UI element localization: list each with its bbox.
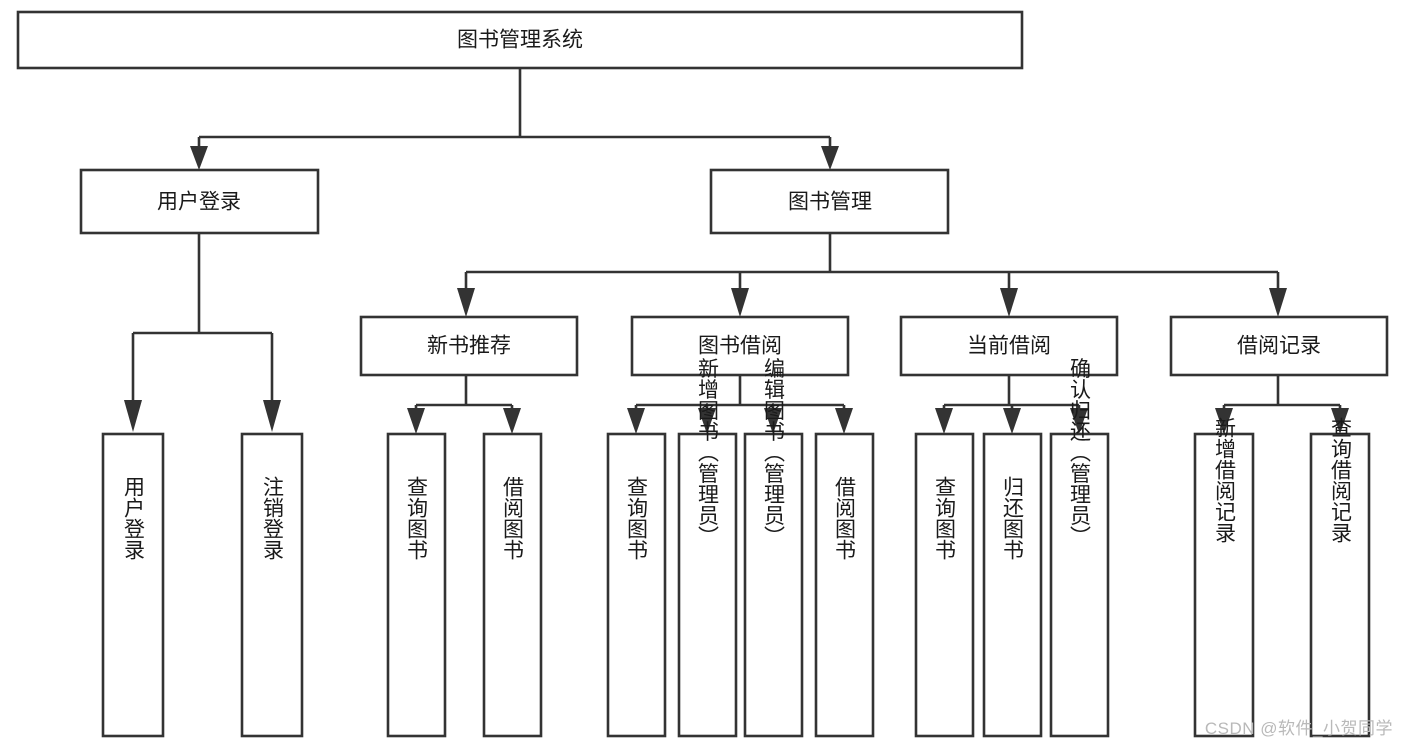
arrow-head-newbook <box>457 288 475 317</box>
node-leaf-edit-book-box[interactable] <box>743 432 804 738</box>
node-leaf-borrow-book-2[interactable]: 借阅图书 <box>814 432 875 738</box>
node-newbook[interactable]: 新书推荐 <box>359 315 579 377</box>
node-records[interactable]: 借阅记录 <box>1169 315 1389 377</box>
arrow-head-borrow <box>731 288 749 317</box>
node-leaf-confirm-return-label: 确认归还（管理员） <box>1068 358 1092 547</box>
node-leaf-borrow-book-2-box[interactable] <box>814 432 875 738</box>
node-leaf-add-record[interactable]: 新增借阅记录 <box>1193 417 1255 738</box>
arrow-head-leaf-confirm-return <box>1070 408 1088 434</box>
node-root-label: 图书管理系统 <box>457 29 583 52</box>
node-borrow[interactable]: 图书借阅 <box>630 315 850 377</box>
node-leaf-add-book[interactable]: 新增图书（管理员） <box>677 358 738 738</box>
node-leaf-query-book-2-box[interactable] <box>606 432 667 738</box>
arrow-head-records <box>1269 288 1287 317</box>
node-leaf-query-record-box[interactable] <box>1309 432 1371 738</box>
node-leaf-return-book[interactable]: 归还图书 <box>982 432 1043 738</box>
node-leaf-add-record-label: 新增借阅记录 <box>1213 417 1237 543</box>
arrow-head-login <box>190 146 208 170</box>
arrow-head-bookmgmt <box>821 146 839 170</box>
node-root[interactable]: 图书管理系统 <box>16 10 1024 70</box>
node-records-label: 借阅记录 <box>1237 335 1321 358</box>
node-leaf-query-record-label: 查询借阅记录 <box>1329 417 1353 543</box>
arrow-head-current <box>1000 288 1018 317</box>
node-leaf-user-login-box[interactable] <box>101 432 165 738</box>
node-current-label: 当前借阅 <box>967 335 1051 358</box>
arrow-head-leaf-borrow-book-1 <box>503 408 521 434</box>
node-current-box[interactable] <box>899 315 1119 377</box>
node-current[interactable]: 当前借阅 <box>899 315 1119 377</box>
arrow-head-leaf-add-book <box>698 408 716 434</box>
node-leaf-query-book-3[interactable]: 查询图书 <box>914 432 975 738</box>
node-borrow-label: 图书借阅 <box>698 335 782 358</box>
node-leaf-add-record-box[interactable] <box>1193 432 1255 738</box>
arrow-head-leaf-query-record <box>1331 408 1349 434</box>
node-login-label: 用户登录 <box>157 191 241 214</box>
node-leaf-query-book-3-box[interactable] <box>914 432 975 738</box>
node-leaf-edit-book-label: 编辑图书（管理员） <box>762 358 786 547</box>
node-leaf-borrow-book-1[interactable]: 借阅图书 <box>482 432 543 738</box>
node-leaf-query-book-2-label: 查询图书 <box>625 476 649 560</box>
node-leaf-query-book-1-box[interactable] <box>386 432 447 738</box>
node-login[interactable]: 用户登录 <box>79 168 320 235</box>
arrow-head-leaf-query-book-1 <box>407 408 425 434</box>
node-leaf-borrow-book-1-label: 借阅图书 <box>501 476 525 560</box>
node-leaf-confirm-return[interactable]: 确认归还（管理员） <box>1049 358 1110 738</box>
node-bookmgmt-box[interactable] <box>709 168 950 235</box>
node-bookmgmt[interactable]: 图书管理 <box>709 168 950 235</box>
node-newbook-box[interactable] <box>359 315 579 377</box>
node-leaf-user-login-label: 用户登录 <box>122 476 146 560</box>
node-records-box[interactable] <box>1169 315 1389 377</box>
arrow-head-leaf-borrow-book-2 <box>835 408 853 434</box>
node-leaf-edit-book[interactable]: 编辑图书（管理员） <box>743 358 804 738</box>
arrow-head-leaf-user-login <box>124 400 142 432</box>
arrow-head-leaf-query-book-2 <box>627 408 645 434</box>
node-leaf-query-book-2[interactable]: 查询图书 <box>606 432 667 738</box>
node-leaf-return-book-box[interactable] <box>982 432 1043 738</box>
connector-layer <box>124 68 1349 434</box>
node-newbook-label: 新书推荐 <box>427 335 511 358</box>
node-leaf-borrow-book-2-label: 借阅图书 <box>833 476 857 560</box>
arrow-head-leaf-add-record <box>1215 408 1233 434</box>
node-leaf-query-record[interactable]: 查询借阅记录 <box>1309 417 1371 738</box>
node-leaf-query-book-1[interactable]: 查询图书 <box>386 432 447 738</box>
node-leaf-user-logout-box[interactable] <box>240 432 304 738</box>
arrow-head-leaf-query-book-3 <box>935 408 953 434</box>
node-borrow-box[interactable] <box>630 315 850 377</box>
node-leaf-add-book-label: 新增图书（管理员） <box>696 358 720 547</box>
node-leaf-user-logout[interactable]: 注销登录 <box>240 432 304 738</box>
node-leaf-query-book-3-label: 查询图书 <box>933 476 957 560</box>
node-leaf-return-book-label: 归还图书 <box>1001 476 1025 560</box>
arrow-head-leaf-edit-book <box>764 408 782 434</box>
node-leaf-add-book-box[interactable] <box>677 432 738 738</box>
arrow-head-leaf-return-book <box>1003 408 1021 434</box>
node-bookmgmt-label: 图书管理 <box>788 191 872 214</box>
node-leaf-user-login[interactable]: 用户登录 <box>101 432 165 738</box>
node-leaf-user-logout-label: 注销登录 <box>261 476 285 560</box>
arrow-head-leaf-user-logout <box>263 400 281 432</box>
node-leaf-confirm-return-box[interactable] <box>1049 432 1110 738</box>
node-root-box[interactable] <box>16 10 1024 70</box>
node-leaf-query-book-1-label: 查询图书 <box>405 476 429 560</box>
node-leaf-borrow-book-1-box[interactable] <box>482 432 543 738</box>
node-login-box[interactable] <box>79 168 320 235</box>
